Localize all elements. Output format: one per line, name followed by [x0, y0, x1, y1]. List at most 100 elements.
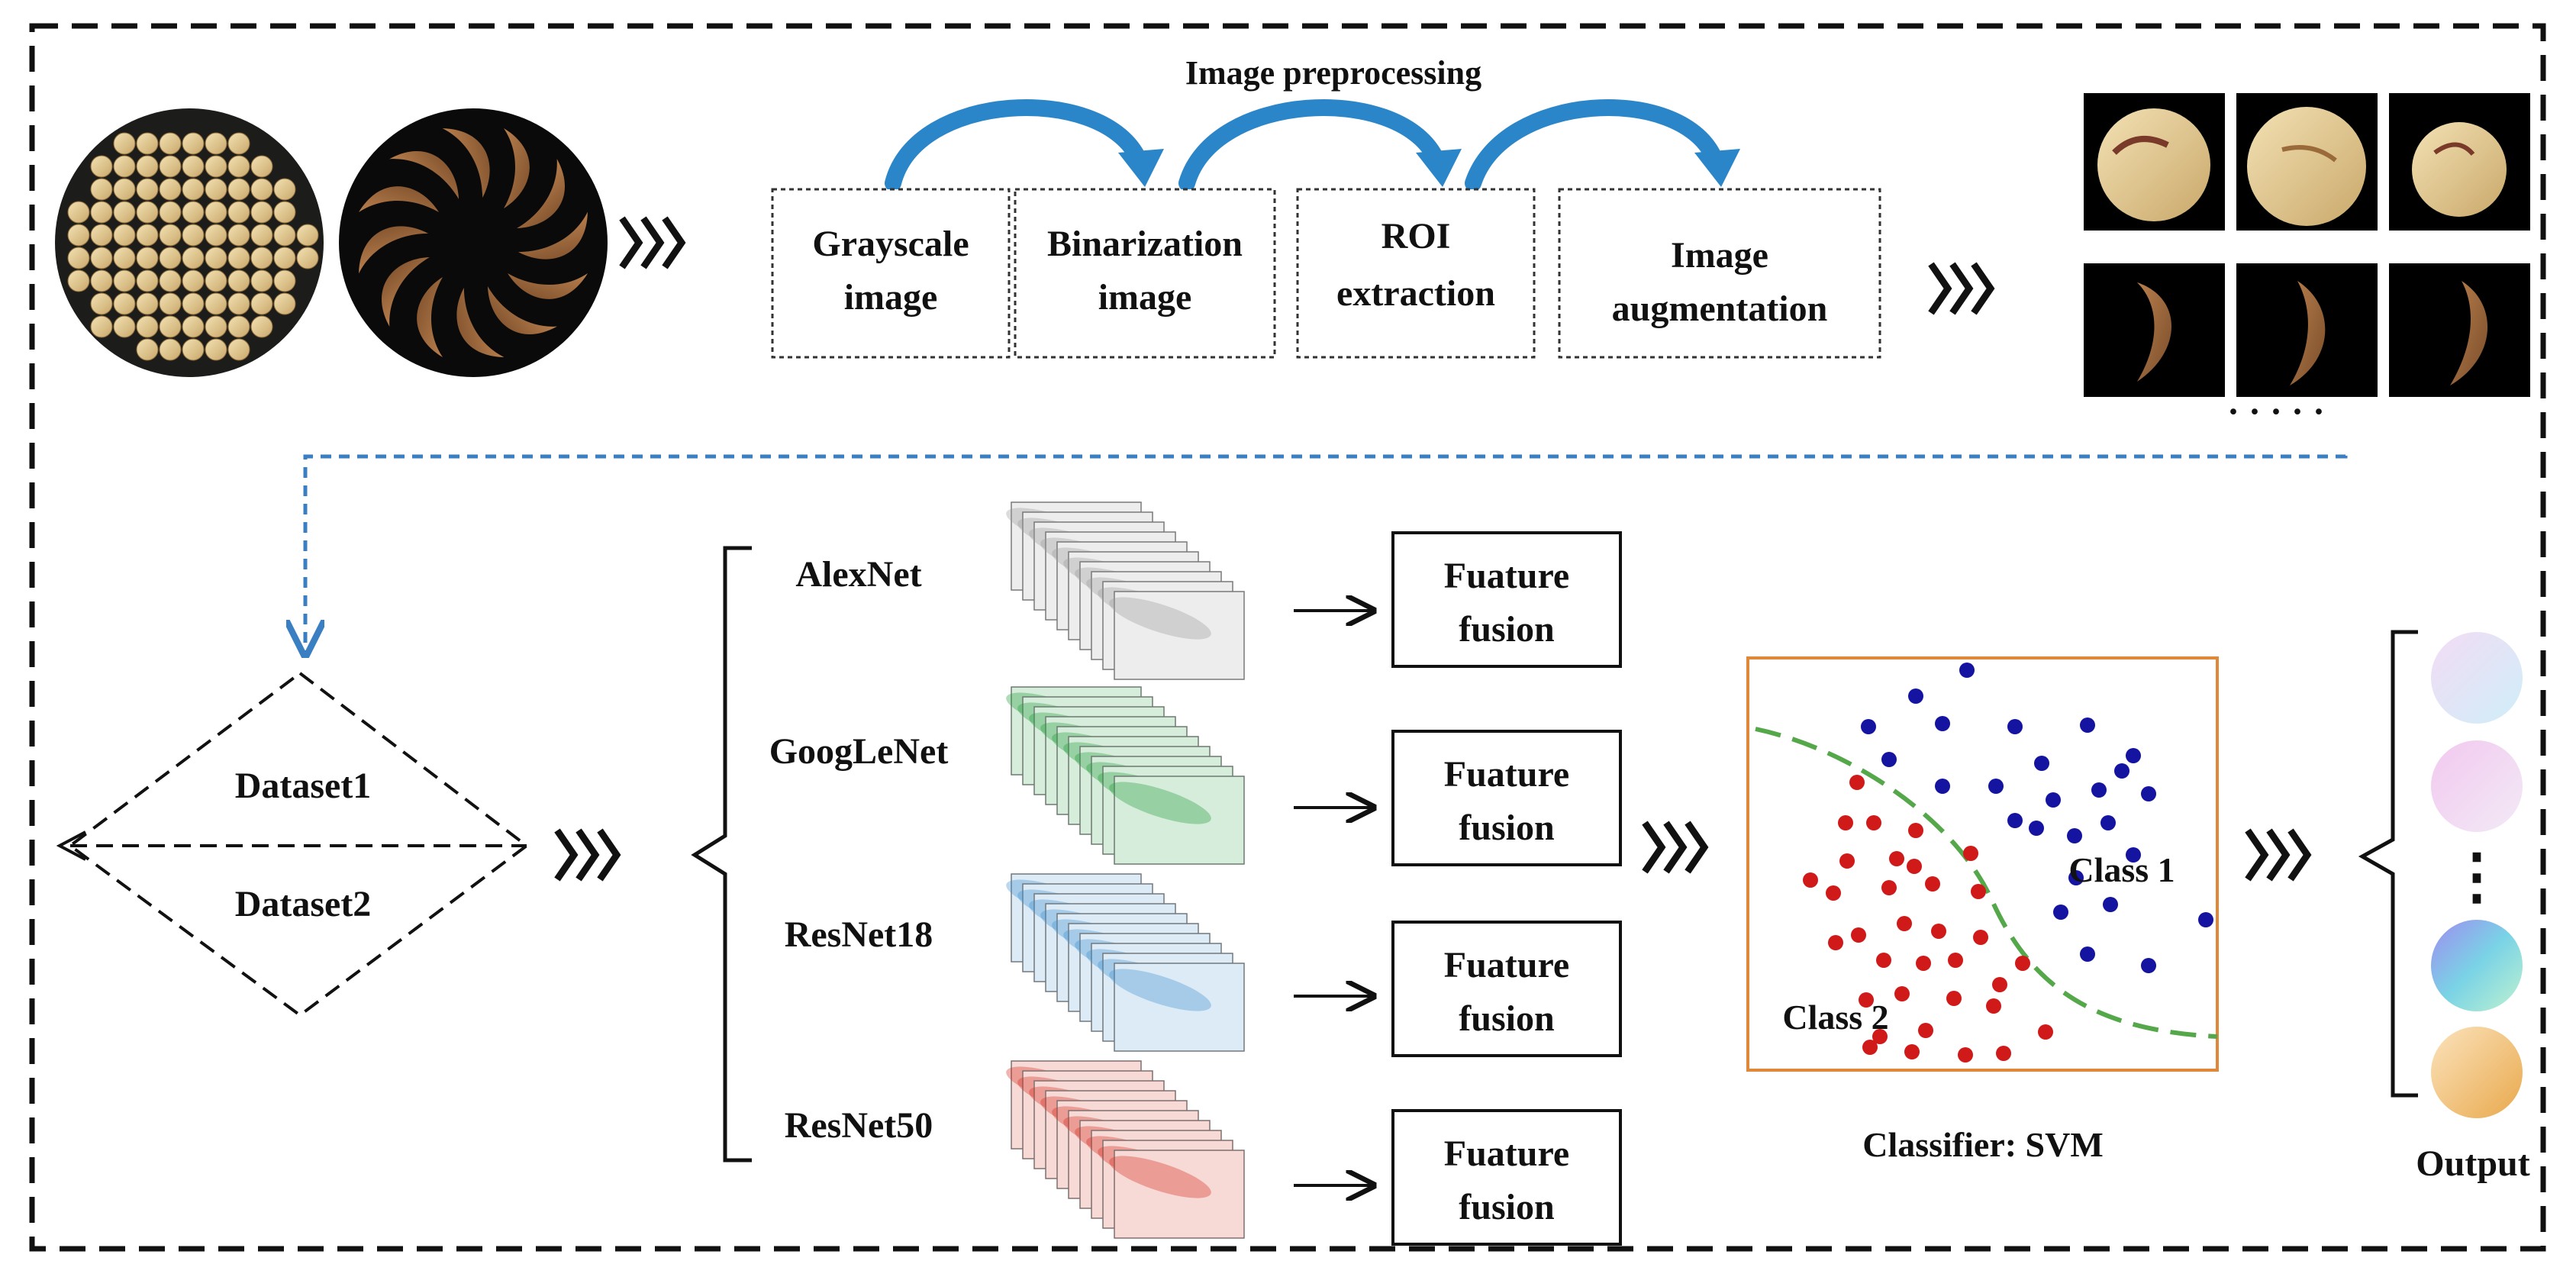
bean-shape: [159, 247, 182, 269]
bean-shape: [250, 315, 273, 338]
network-label-googlenet: GoogLeNet: [769, 731, 949, 772]
bean-shape: [90, 315, 113, 338]
class2-point: [1948, 953, 1963, 968]
seed-sample-image: [2084, 93, 2225, 231]
augmented-samples-grid: · · · · ·: [2084, 93, 2530, 432]
preprocessing-title: Image preprocessing: [1185, 54, 1481, 92]
bean-shape: [182, 269, 205, 292]
class1-point: [1861, 719, 1876, 734]
class2-point: [1963, 846, 1978, 861]
flow-connector-arrow: [305, 454, 2348, 655]
fusion-label: Fuature: [1444, 754, 1569, 795]
class1-point: [2103, 897, 2118, 912]
class1-point: [2053, 905, 2068, 920]
bean-shape: [159, 155, 182, 178]
class2-point: [1849, 775, 1865, 790]
bean-shape: [113, 315, 136, 338]
feature-map-stack: [1006, 1060, 1245, 1239]
bean-shape: [113, 178, 136, 201]
class2-point: [1876, 953, 1891, 968]
bean-shape: [90, 201, 113, 224]
bean-shape: [250, 155, 273, 178]
chevron-arrow-icon: [1642, 821, 1709, 874]
class1-label: Class 1: [2068, 850, 2175, 889]
chevron-arrow-icon: [2245, 828, 2312, 882]
pod-shape: [382, 256, 430, 327]
bean-shape: [182, 292, 205, 315]
seed-sample-image: [2389, 93, 2530, 231]
step-label: Binarization: [1047, 224, 1243, 264]
bean-shape: [136, 155, 159, 178]
bean-shape: [113, 201, 136, 224]
bean-shape: [205, 155, 227, 178]
class2-point: [1866, 815, 1881, 830]
bean-shape: [296, 224, 319, 247]
fusion-label: Fuature: [1444, 556, 1569, 596]
bean-shape: [67, 224, 90, 247]
bean-shape: [67, 201, 90, 224]
bean-shape: [159, 178, 182, 201]
bean-shape: [136, 269, 159, 292]
class2-point: [1908, 823, 1923, 838]
bean-shape: [113, 132, 136, 155]
feature-fusion-box-alexnet: [1391, 531, 1622, 668]
class2-point: [1904, 1044, 1920, 1059]
pod-shape: [359, 226, 429, 274]
step-label: augmentation: [1612, 289, 1828, 329]
step-label: extraction: [1336, 273, 1495, 314]
step-box-augmentation: [1558, 188, 1881, 359]
bean-shape: [182, 178, 205, 201]
bean-shape: [136, 178, 159, 201]
bean-shape: [227, 224, 250, 247]
bean-shape: [273, 224, 296, 247]
bean-shape: [227, 155, 250, 178]
bean-shape: [113, 269, 136, 292]
curve-arrow-icon: [1178, 99, 1443, 192]
feature-fusion-box-googlenet: [1391, 730, 1622, 866]
class2-point: [1859, 992, 1874, 1008]
class1-point: [2126, 748, 2141, 763]
class1-point: [2080, 718, 2095, 733]
class1-point: [2091, 782, 2107, 798]
curve-arrow-icon: [1465, 99, 1722, 192]
pod-shape: [389, 151, 459, 199]
class2-point: [1851, 927, 1866, 943]
feature-map-stack: [1006, 501, 1245, 680]
dataset2-label: Dataset2: [235, 884, 372, 924]
bean-shape: [182, 338, 205, 361]
bean-shape: [136, 224, 159, 247]
output-classes: ⋮: [2431, 632, 2523, 1118]
class2-point: [1872, 1029, 1888, 1044]
class1-point: [2126, 847, 2141, 863]
feature-map-stack: [1006, 873, 1245, 1052]
class2-point: [1889, 851, 1904, 866]
output-class-circle: [2431, 740, 2523, 832]
class2-point: [1916, 956, 1931, 971]
class1-point: [1935, 779, 1950, 794]
bean-shape: [113, 224, 136, 247]
class2-label: Class 2: [1782, 998, 1888, 1037]
bean-shape: [113, 292, 136, 315]
bean-shape: [182, 315, 205, 338]
feature-map-stacks: [1006, 501, 1245, 1239]
fusion-label: Fuature: [1444, 945, 1569, 985]
output-bracket: [2358, 630, 2418, 1098]
output-label: Output: [2416, 1143, 2529, 1184]
feature-map-layer: [1114, 591, 1245, 680]
bean-shape: [136, 338, 159, 361]
feature-map-layer: [1114, 776, 1245, 865]
bean-shape: [273, 178, 296, 201]
chevron-arrow-icon: [619, 216, 686, 269]
bean-shape: [90, 224, 113, 247]
pod-shape: [456, 287, 505, 357]
seed-sample-image: [2236, 93, 2378, 231]
class2-point: [1907, 859, 1922, 874]
chevron-arrow-icon: [554, 828, 621, 882]
bean-shape: [273, 247, 296, 269]
class2-point: [1862, 1040, 1878, 1055]
diamond-left-arrowhead: [56, 830, 86, 861]
bean-shape: [205, 315, 227, 338]
preprocessing-steps: [771, 188, 1881, 359]
class2-point: [2015, 956, 2030, 971]
